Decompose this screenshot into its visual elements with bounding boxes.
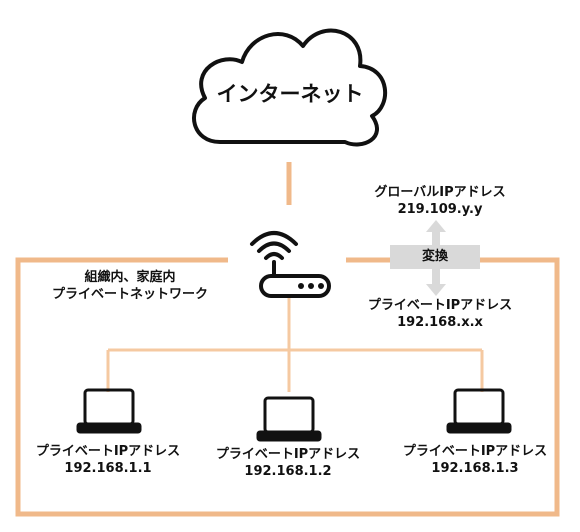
lan-label-line1: 組織内、家庭内: [84, 270, 176, 285]
pc-2-ip-title: プライベートIPアドレス: [215, 447, 361, 462]
lan-boundary: [15, 257, 560, 517]
pc-2-ip-label: プライベートIPアドレス 192.168.1.2: [198, 446, 378, 480]
conversion-label: 変換: [390, 245, 480, 269]
laptop-icon-2: [256, 396, 322, 442]
pc-1-ip-label: プライベートIPアドレス 192.168.1.1: [18, 443, 198, 477]
global-ip-label: グローバルIPアドレス 219.109.y.y: [355, 184, 525, 218]
cloud-icon: [192, 28, 388, 147]
pc-2-ip-value: 192.168.1.2: [244, 464, 332, 479]
pc-1-ip-value: 192.168.1.1: [64, 461, 152, 476]
pc-3-ip-label: プライベートIPアドレス 192.168.1.3: [385, 443, 565, 477]
lan-label-line2: プライベートネットワーク: [51, 287, 208, 302]
laptop-icon-1: [76, 388, 142, 434]
internet-label: インターネット: [216, 82, 364, 106]
global-ip-value: 219.109.y.y: [397, 202, 483, 217]
lan-label: 組織内、家庭内 プライベートネットワーク: [30, 269, 230, 303]
lan-links: [106, 298, 484, 392]
pc-3-ip-title: プライベートIPアドレス: [402, 444, 548, 459]
pc-1-ip-title: プライベートIPアドレス: [35, 444, 181, 459]
router-private-ip-title: プライベートIPアドレス: [367, 298, 513, 313]
pc-3-ip-value: 192.168.1.3: [431, 461, 519, 476]
router-icon: [250, 231, 331, 298]
global-ip-title: グローバルIPアドレス: [374, 185, 506, 200]
router-private-ip-value: 192.168.x.x: [397, 315, 483, 330]
router-private-ip-label: プライベートIPアドレス 192.168.x.x: [350, 297, 530, 331]
laptop-icon-3: [446, 388, 512, 434]
